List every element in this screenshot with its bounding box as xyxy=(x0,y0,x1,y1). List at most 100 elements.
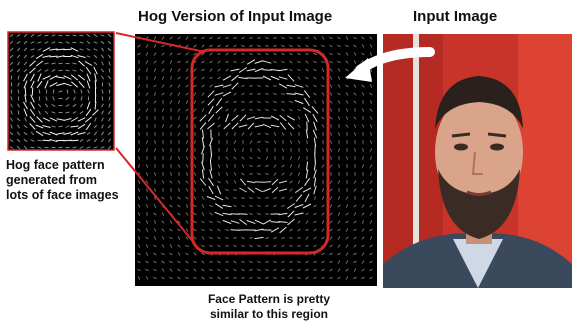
hog-gradient-stroke xyxy=(9,33,14,38)
hog-gradient-stroke xyxy=(78,80,85,89)
hog-gradient-stroke xyxy=(101,96,104,101)
hog-gradient-stroke xyxy=(214,211,224,217)
hog-gradient-stroke xyxy=(241,92,245,96)
hog-gradient-stroke xyxy=(249,213,253,215)
hog-gradient-stroke xyxy=(185,180,189,184)
hog-gradient-stroke xyxy=(361,188,365,192)
hog-gradient-stroke xyxy=(304,113,310,123)
hog-gradient-stroke xyxy=(249,140,253,144)
hog-gradient-stroke xyxy=(337,76,341,80)
hog-gradient-stroke xyxy=(370,68,372,72)
hog-gradient-stroke xyxy=(353,60,357,64)
hog-gradient-stroke xyxy=(153,212,157,216)
hog-gradient-stroke xyxy=(30,139,35,142)
hog-gradient-stroke xyxy=(138,132,140,136)
hog-gradient-stroke xyxy=(297,180,301,184)
hog-gradient-stroke xyxy=(273,140,277,144)
hog-gradient-stroke xyxy=(93,146,98,149)
hog-gradient-stroke xyxy=(234,164,236,168)
hog-gradient-stroke xyxy=(369,84,373,88)
hog-gradient-stroke xyxy=(194,148,196,152)
hog-gradient-stroke xyxy=(58,41,63,44)
hog-gradient-stroke xyxy=(185,68,189,72)
hog-gradient-stroke xyxy=(193,84,197,88)
hog-gradient-stroke xyxy=(361,164,365,168)
hog-gradient-stroke xyxy=(217,276,221,280)
hog-gradient-stroke xyxy=(161,92,165,96)
hog-gradient-stroke xyxy=(30,48,35,51)
hog-gradient-stroke xyxy=(153,277,157,279)
hog-gradient-stroke xyxy=(35,53,44,60)
hog-gradient-stroke xyxy=(177,204,181,208)
hog-gradient-stroke xyxy=(217,44,221,48)
hog-gradient-stroke xyxy=(51,34,56,37)
hog-gradient-stroke xyxy=(145,108,149,112)
hog-gradient-stroke xyxy=(51,103,56,108)
hog-gradient-stroke xyxy=(145,52,149,56)
hog-gradient-stroke xyxy=(209,60,213,64)
hog-gradient-stroke xyxy=(249,101,253,103)
hog-gradient-stroke xyxy=(85,66,92,75)
hog-gradient-stroke xyxy=(230,220,240,224)
hog-gradient-stroke xyxy=(70,117,79,122)
hog-gradient-stroke xyxy=(49,117,58,122)
hog-gradient-stroke xyxy=(145,172,149,176)
hog-gradient-stroke xyxy=(241,172,245,176)
hog-gradient-stroke xyxy=(70,47,79,52)
hog-gradient-stroke xyxy=(294,99,304,105)
hog-gradient-stroke xyxy=(70,54,79,59)
hog-gradient-stroke xyxy=(265,85,269,87)
hog-gradient-stroke xyxy=(161,276,165,280)
hog-gradient-stroke xyxy=(177,260,181,264)
hog-gradient-stroke xyxy=(305,260,309,264)
hog-gradient-stroke xyxy=(281,60,285,64)
hog-gradient-stroke xyxy=(313,61,317,63)
hog-gradient-stroke xyxy=(65,69,70,72)
hog-gradient-stroke xyxy=(321,260,325,264)
hog-gradient-stroke xyxy=(361,268,365,272)
hog-gradient-stroke xyxy=(201,145,205,155)
hog-gradient-stroke xyxy=(193,76,197,80)
hog-gradient-stroke xyxy=(287,74,295,82)
hog-gradient-stroke xyxy=(153,268,157,272)
hog-gradient-stroke xyxy=(270,75,280,81)
hog-gradient-stroke xyxy=(361,84,365,88)
hog-gradient-stroke xyxy=(100,40,105,45)
hog-gradient-stroke xyxy=(273,261,277,263)
hog-gradient-stroke xyxy=(289,164,293,168)
hog-gradient-stroke xyxy=(353,124,357,128)
hog-gradient-stroke xyxy=(10,117,13,122)
hog-gradient-stroke xyxy=(177,84,181,88)
hog-gradient-stroke xyxy=(63,48,72,51)
hog-gradient-stroke xyxy=(321,68,325,72)
hog-gradient-stroke xyxy=(321,236,325,240)
hog-gradient-stroke xyxy=(241,156,245,160)
hog-gradient-stroke xyxy=(65,111,70,114)
hog-gradient-stroke xyxy=(338,188,340,192)
hog-gradient-stroke xyxy=(137,68,141,72)
hog-gradient-stroke xyxy=(51,125,56,128)
hog-gradient-stroke xyxy=(93,41,98,44)
hog-gradient-stroke xyxy=(23,54,28,59)
hog-gradient-stroke xyxy=(330,132,332,136)
hog-gradient-stroke xyxy=(186,172,188,176)
hog-gradient-stroke xyxy=(257,156,261,160)
hog-gradient-stroke xyxy=(322,180,324,184)
hog-gradient-stroke xyxy=(297,116,301,120)
hog-gradient-stroke xyxy=(207,122,215,130)
face-pattern-label-line-2: generated from xyxy=(6,173,97,187)
hog-gradient-stroke xyxy=(289,188,293,192)
hog-gradient-stroke xyxy=(337,260,341,264)
hog-gradient-stroke xyxy=(85,108,92,117)
hog-gradient-stroke xyxy=(177,108,181,112)
hog-gradient-stroke xyxy=(23,47,28,52)
hog-gradient-stroke xyxy=(233,92,237,96)
hog-gradient-stroke xyxy=(281,172,285,176)
hog-gradient-stroke xyxy=(16,33,21,38)
hog-gradient-stroke xyxy=(226,140,228,144)
hog-gradient-stroke xyxy=(321,244,325,248)
hog-gradient-stroke xyxy=(23,145,28,150)
hog-gradient-stroke xyxy=(145,140,149,144)
hog-gradient-stroke xyxy=(17,110,20,115)
hog-gradient-stroke xyxy=(154,196,156,200)
